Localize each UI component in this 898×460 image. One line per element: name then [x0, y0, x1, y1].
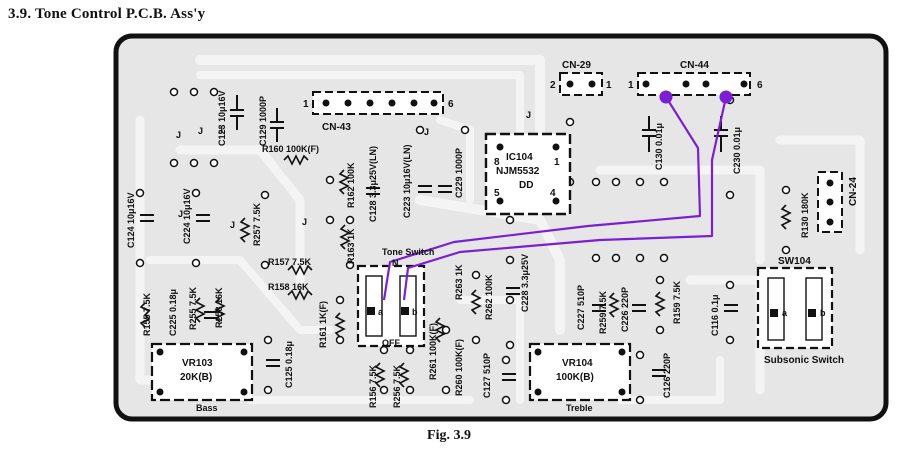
cn29-label: CN-29 [562, 60, 591, 71]
jumper-label: J [424, 127, 429, 137]
c116-label: C116 0.1μ [710, 294, 720, 336]
c127-label: C127 510P [482, 353, 492, 398]
c226-label: C226 220P [620, 287, 630, 332]
cn43-label: CN-43 [322, 122, 351, 133]
jumper-label: J [218, 126, 223, 136]
c126-label: C126 220P [662, 353, 672, 398]
vr104-label: Treble [566, 403, 593, 413]
tone-switch-b: b [412, 307, 418, 317]
cn24-label: CN-24 [848, 177, 859, 206]
cn44-pin-start: 1 [628, 80, 634, 91]
ic104-ref: IC104 [506, 152, 533, 163]
c227-label: C227 510P [576, 285, 586, 330]
r262-label: R262 100K [484, 274, 494, 320]
c230-label: C230 0.01μ [732, 127, 742, 174]
subsonic-switch-body [756, 266, 834, 350]
c229-label: C229 1000P [454, 148, 464, 198]
tone-switch-label: Tone Switch [382, 247, 434, 257]
r255-label: R255 7.5K [188, 286, 198, 330]
vr103-value: 20K(B) [180, 372, 212, 383]
r156-label: R156 7.5K [368, 364, 378, 408]
ic104-body [484, 132, 572, 216]
vr104-value: 100K(B) [556, 372, 594, 383]
ic104-pin-5: 5 [494, 188, 500, 199]
section-heading: 3.9. Tone Control P.C.B. Ass'y [8, 6, 206, 22]
subsonic-switch-label: Subsonic Switch [764, 355, 844, 366]
r130-label: R130 180K [800, 192, 810, 238]
c123-label: C123 10μ16V [217, 90, 227, 146]
vr104-ref: VR104 [562, 358, 593, 369]
pcb-board [113, 33, 889, 422]
r158-label: R158 16K [268, 282, 309, 292]
c224-label: C224 10μ16V [182, 188, 192, 244]
vr103-label: Bass [196, 403, 218, 413]
c223-label: C223 10μ16V(LN) [402, 144, 412, 218]
r257-label: R257 7.5K [252, 202, 262, 246]
cn44-label: CN-44 [680, 60, 709, 71]
jumper-label: J [302, 217, 307, 227]
ic104-part: NJM5532 [496, 166, 540, 177]
r256-label: R256 7.5K [392, 364, 402, 408]
tone-switch-body [356, 264, 426, 348]
r263-label: R263 1K [454, 264, 464, 300]
resistors [139, 154, 792, 388]
ic104-pin-4: 4 [550, 188, 556, 199]
r161-label: R161 1K(F) [318, 301, 328, 348]
c128-label: C128 3.3μ25V(LN) [368, 146, 378, 222]
r258-label: R258 16K [214, 287, 224, 328]
c129-label: C129 1000P [258, 96, 268, 146]
cn43-pin-start: 1 [303, 99, 309, 110]
c228-label: C228 3.3μ25V [520, 254, 530, 312]
jumper-label: J [230, 220, 235, 230]
c130-label: C130 0.01μ [654, 123, 664, 170]
cn44-pin-end: 6 [757, 80, 763, 91]
r157-label: R157 7.5K [268, 257, 312, 267]
connector-bodies [312, 72, 843, 233]
jumper-label: J [176, 130, 181, 140]
r261-label: R261 100K(F) [428, 323, 438, 380]
r160-label: R160 100K(F) [262, 144, 319, 154]
highlighted-pads [659, 90, 733, 104]
jumper-label: J [178, 209, 183, 219]
r163-label: R163 1K [346, 228, 356, 264]
solder-pads [135, 87, 791, 405]
ic104-code: DD [519, 180, 533, 191]
c125-label: C125 0.18μ [284, 341, 294, 388]
vr104-body [528, 342, 632, 402]
r159-label: R159 7.5K [672, 280, 682, 324]
r260-label: R260 100K(F) [454, 339, 464, 396]
ic104-pin-8: 8 [494, 157, 500, 168]
cn43-pin-end: 6 [448, 99, 454, 110]
c225-label: C225 0.18μ [168, 289, 178, 336]
jumper-label: J [198, 126, 203, 136]
connector-pins [322, 80, 834, 226]
tone-switch-off: OFF [382, 338, 400, 348]
r155-label: R155 7.5K [142, 292, 152, 336]
cn29-pin-start: 2 [550, 80, 556, 91]
figure-caption: Fig. 3.9 [427, 428, 471, 443]
tone-switch-on: N [392, 258, 399, 268]
subsonic-switch-b: b [820, 308, 826, 318]
tone-switch-a: a [378, 307, 384, 317]
highlighted-wires [382, 96, 728, 301]
jumper-label: J [526, 110, 531, 120]
r162-label: R162 100K [346, 162, 356, 208]
c124-label: C124 10μ16V [126, 192, 136, 248]
cn29-pin-end: 1 [606, 80, 612, 91]
subsonic-switch-a: a [782, 308, 788, 318]
vr103-body [150, 342, 254, 402]
ic104-pin-1: 1 [554, 157, 560, 168]
vr103-ref: VR103 [182, 358, 213, 369]
capacitors [140, 95, 738, 381]
r259-label: R259 7.5K [598, 290, 608, 334]
sw104-ref: SW104 [778, 256, 811, 267]
